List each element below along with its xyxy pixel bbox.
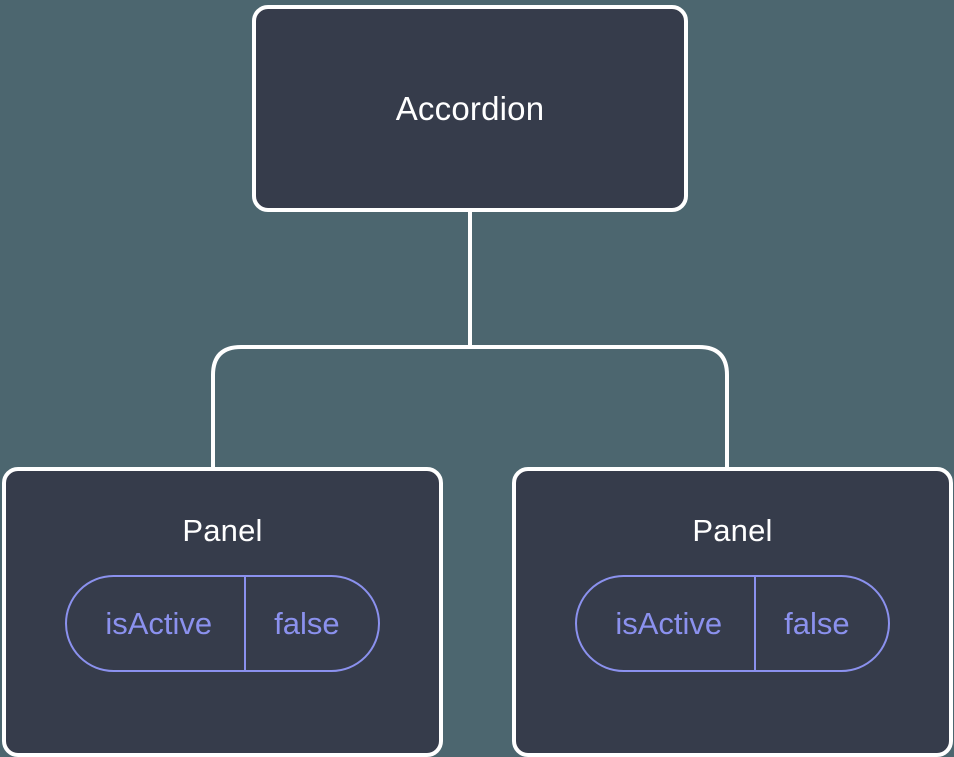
node-panel-1-title: Panel — [182, 513, 263, 548]
state-pill-panel-2-value: false — [754, 577, 887, 670]
node-panel-2[interactable]: Panel isActive false — [512, 467, 953, 757]
state-pill-panel-2[interactable]: isActive false — [575, 575, 890, 672]
node-accordion[interactable]: Accordion — [252, 5, 688, 212]
node-accordion-title: Accordion — [395, 90, 545, 127]
state-pill-panel-1-value: false — [244, 577, 377, 670]
node-panel-2-title: Panel — [692, 513, 773, 548]
state-pill-panel-1[interactable]: isActive false — [65, 575, 380, 672]
node-panel-1[interactable]: Panel isActive false — [2, 467, 443, 757]
connector-rail — [211, 345, 729, 467]
component-tree-diagram: Accordion Panel isActive false Panel isA… — [2, 5, 953, 757]
state-pill-panel-2-key: isActive — [615, 606, 723, 641]
state-pill-panel-1-key: isActive — [105, 606, 213, 641]
